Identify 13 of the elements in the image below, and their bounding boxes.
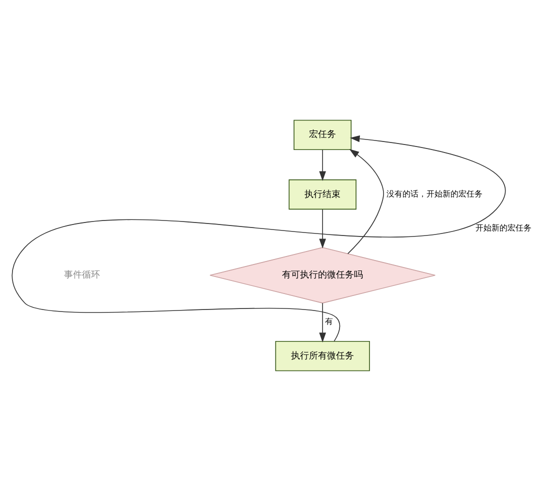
arrow (12, 134, 506, 342)
node-box: 执行所有微任务 (275, 340, 370, 371)
edge-label: 没有的话，开始新的宏任务 (386, 188, 482, 198)
arrow (319, 208, 326, 248)
edge-label: 有 (325, 316, 334, 326)
node-box: 宏任务 (294, 119, 352, 150)
label: 事件循环 (64, 270, 100, 280)
edge-label: 开始新的宏任务 (475, 222, 532, 232)
node-diamond: 有可执行的微任务吗 (210, 246, 436, 303)
arrow (319, 148, 326, 181)
arrow (319, 302, 326, 342)
node-box: 执行结束 (288, 178, 356, 210)
arrow (347, 148, 384, 254)
